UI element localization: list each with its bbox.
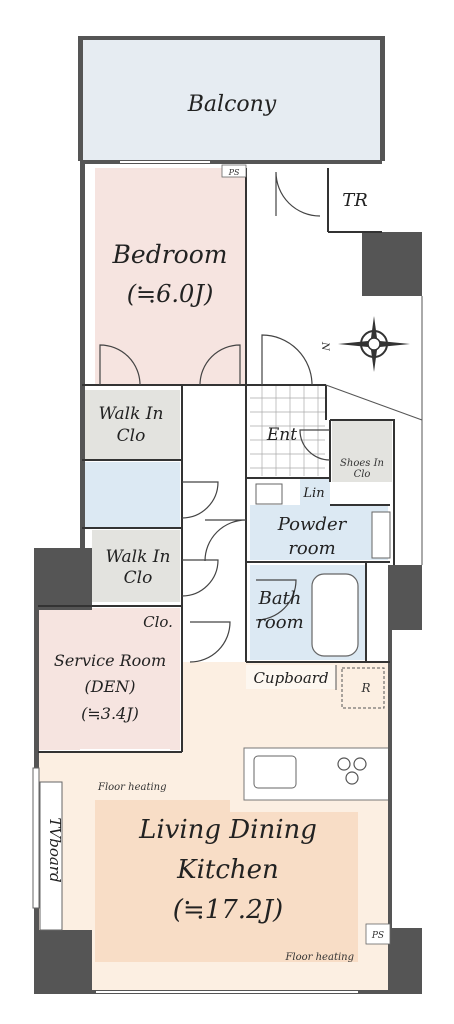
bathtub-fixture <box>311 573 359 657</box>
door-tr[interactable] <box>275 171 321 217</box>
powder-room-label-line2: room <box>288 538 335 559</box>
bath-room-label-line2: room <box>256 612 303 633</box>
wall-bedroom-top <box>82 160 382 164</box>
shoes-in-closet-area <box>332 420 392 482</box>
bedroom-area <box>95 168 245 384</box>
door-bath[interactable] <box>255 579 297 621</box>
balcony-area <box>82 40 382 160</box>
toilet-fixture <box>255 483 283 505</box>
wet-corridor-area <box>84 462 180 528</box>
wall-left-upper <box>80 160 85 550</box>
door-wic2[interactable] <box>181 559 219 597</box>
refrigerator-label: R <box>360 681 370 695</box>
walk-in-clo-2-label-line1: Walk In <box>106 547 171 567</box>
door-shoes[interactable] <box>299 429 331 461</box>
pillar-top-right <box>362 232 422 296</box>
door-wet-corridor[interactable] <box>181 481 219 519</box>
compass-rose-icon <box>338 316 410 372</box>
partition-outer-right-break <box>325 384 423 421</box>
shoes-in-clo-label-line2: Clo <box>354 469 371 480</box>
service-room-label-line1: Service Room <box>54 651 166 670</box>
compass-north-label: N <box>319 341 330 352</box>
refrigerator-space <box>341 667 385 709</box>
pillar-right-mid <box>388 565 422 630</box>
kitchen-sink-fixture <box>253 755 297 789</box>
ps-top-label: PS <box>228 168 240 177</box>
shoes-in-clo-label-line1: Shoes In <box>340 458 384 469</box>
walk-in-closet-1-area <box>84 390 180 460</box>
service-room-area <box>38 608 180 750</box>
clo-label: Clo. <box>143 613 173 631</box>
bedroom-label: Bedroom <box>112 240 228 269</box>
door-service[interactable] <box>189 621 231 663</box>
service-room-size-label: (≒3.4J) <box>81 704 139 723</box>
wall-right-lower <box>388 630 392 930</box>
ps-bottom-label: PS <box>371 931 384 941</box>
walk-in-closet-2-area <box>92 530 180 602</box>
ldk-label-line2: Kitchen <box>176 855 279 885</box>
ent-label: Ent <box>266 425 297 445</box>
balcony-label: Balcony <box>187 92 277 117</box>
wall-balcony-top <box>78 36 385 40</box>
lin-label: Lin <box>302 486 324 501</box>
floor-heating-label-1: Floor heating <box>97 782 167 793</box>
ps-box-bottom <box>365 923 391 945</box>
pillar-bottom-left <box>34 930 92 994</box>
pillar-bottom-right <box>388 928 422 994</box>
door-bedroom-right[interactable] <box>199 344 241 386</box>
bedroom-size-label: (≒6.0J) <box>127 280 214 308</box>
ldk-label-line1: Living Dining <box>138 815 317 845</box>
tv-board <box>39 781 63 931</box>
walk-in-clo-1-label-line2: Clo <box>117 426 146 446</box>
floor-heating-area <box>95 800 358 962</box>
pillar-left-mid <box>34 548 92 610</box>
door-entry[interactable] <box>261 334 313 386</box>
powder-room-label-line1: Powder <box>277 514 348 535</box>
wall-right-balcony <box>380 36 385 161</box>
stove-fixture <box>337 757 367 785</box>
cupboard-label: Cupboard <box>253 669 328 687</box>
walk-in-clo-2-label-line2: Clo <box>124 568 153 588</box>
window-ldk-left <box>32 767 40 909</box>
floor-heating-label-2: Floor heating <box>284 952 354 963</box>
bath-room-label-line1: Bath <box>258 588 302 609</box>
tr-label: TR <box>342 190 368 211</box>
cupboard-area <box>246 665 336 689</box>
wall-left-balcony <box>78 36 83 161</box>
ps-box-top <box>221 164 247 178</box>
lin-area <box>300 478 330 506</box>
washbasin-fixture <box>371 511 391 559</box>
door-powder[interactable] <box>204 519 247 562</box>
tv-board-label: TVboard <box>46 817 64 882</box>
walk-in-clo-1-label-line1: Walk In <box>99 404 164 424</box>
service-room-label-line2: (DEN) <box>85 677 136 696</box>
door-bedroom-left[interactable] <box>99 344 141 386</box>
ldk-size-label: (≒17.2J) <box>173 895 283 925</box>
powder-room-area <box>250 505 388 560</box>
